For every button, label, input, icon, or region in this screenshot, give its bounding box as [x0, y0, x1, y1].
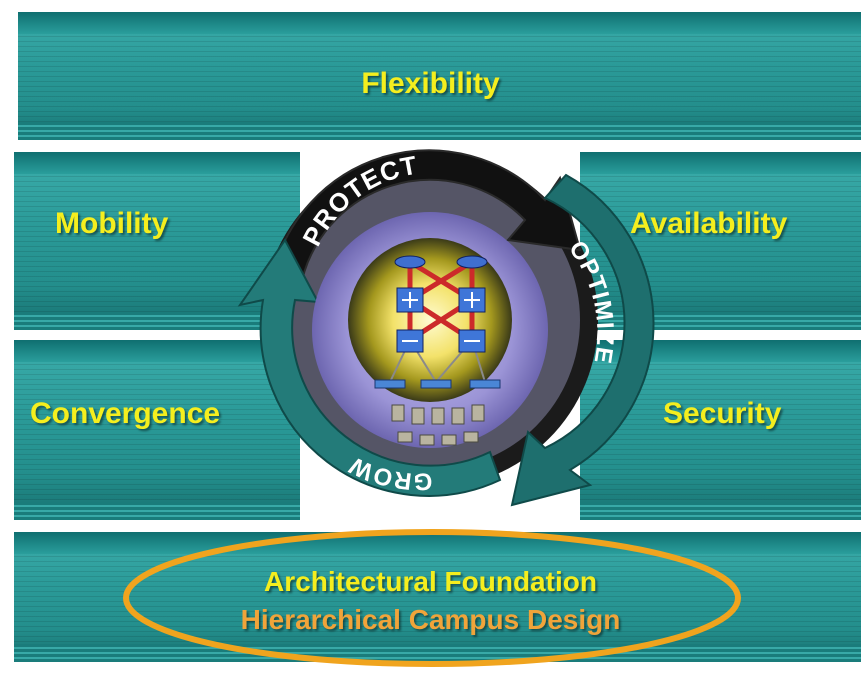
optimize-arrow — [510, 173, 655, 507]
availability-label: Availability — [630, 207, 788, 240]
flexibility-label: Flexibility — [361, 67, 500, 100]
flexibility-band — [18, 12, 861, 140]
foundation-subtitle: Hierarchical Campus Design — [240, 604, 621, 635]
protect-arrow — [270, 149, 582, 292]
foundation-title: Architectural Foundation — [264, 566, 597, 597]
convergence-label: Convergence — [30, 397, 221, 430]
network-topology-icon — [374, 255, 501, 446]
security-label: Security — [663, 397, 782, 430]
mobility-label: Mobility — [55, 207, 169, 240]
convergence-pillar — [14, 340, 300, 520]
grow-arrow — [237, 238, 502, 497]
